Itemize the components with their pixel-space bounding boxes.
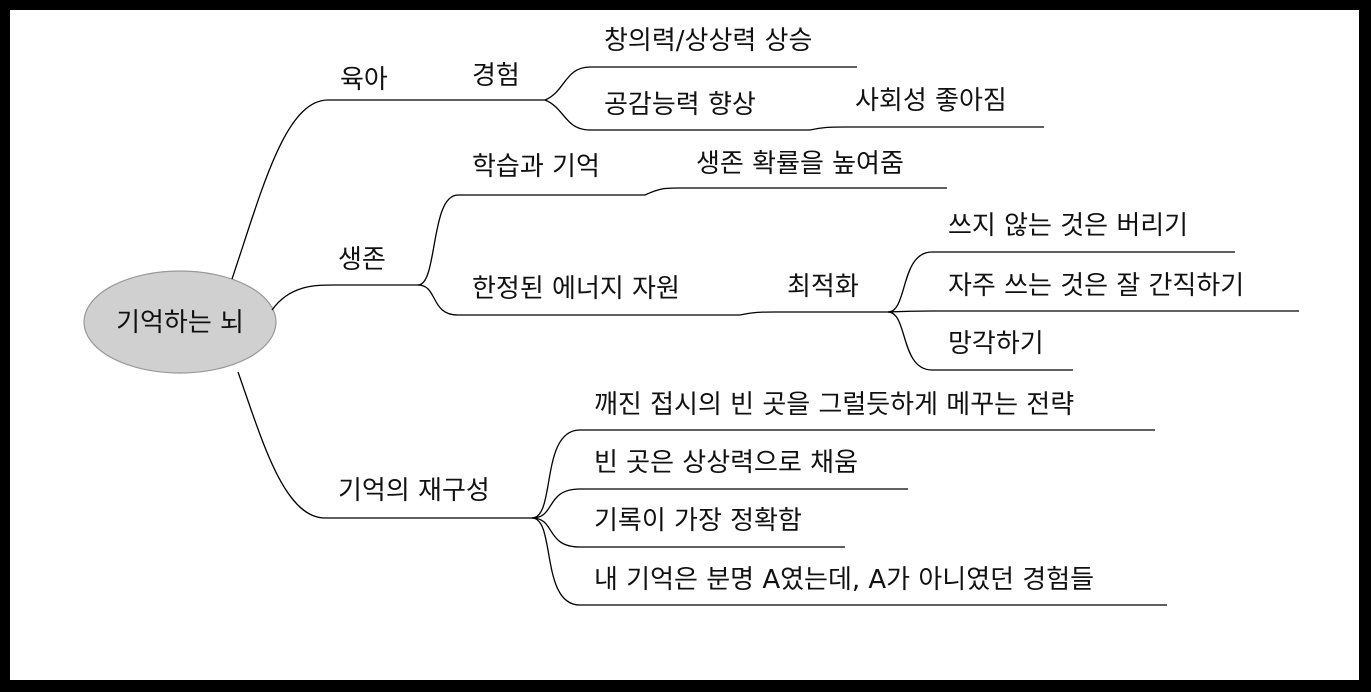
node-false-memory[interactable]: 내 기억은 분명 A였는데, A가 아니였던 경험들 bbox=[594, 565, 1094, 595]
node-reconstruction[interactable]: 기억의 재구성 bbox=[338, 476, 490, 506]
root-node[interactable]: 기억하는 뇌 bbox=[83, 270, 277, 374]
connector-false-memory bbox=[531, 517, 581, 606]
node-experience[interactable]: 경험 bbox=[472, 61, 520, 91]
connector-optimization bbox=[739, 311, 776, 316]
branch-line-parenting bbox=[231, 99, 329, 280]
branch-line-survival bbox=[271, 284, 336, 311]
connector-imagination-fill bbox=[531, 488, 581, 519]
connector-discard bbox=[887, 251, 933, 313]
node-empathy[interactable]: 공감능력 향상 bbox=[604, 90, 756, 120]
node-sociality[interactable]: 사회성 좋아짐 bbox=[855, 86, 1007, 116]
node-discard[interactable]: 쓰지 않는 것은 버리기 bbox=[948, 211, 1188, 241]
connector-energy bbox=[417, 284, 459, 316]
connector-keep bbox=[887, 310, 933, 313]
connector-empathy bbox=[544, 99, 591, 131]
connector-forget bbox=[887, 311, 933, 371]
branch-line-reconstruction bbox=[237, 371, 326, 519]
connector-survival-rate bbox=[644, 187, 681, 196]
node-record[interactable]: 기록이 가장 정확함 bbox=[594, 506, 802, 536]
node-forget[interactable]: 망각하기 bbox=[948, 329, 1044, 359]
node-broken-plate[interactable]: 깨진 접시의 빈 곳을 그럴듯하게 메꾸는 전략 bbox=[594, 390, 1074, 420]
node-optimization[interactable]: 최적화 bbox=[787, 272, 859, 302]
node-learning[interactable]: 학습과 기억 bbox=[472, 152, 600, 182]
connector-record bbox=[531, 517, 581, 548]
node-keep[interactable]: 자주 쓰는 것은 잘 간직하기 bbox=[948, 271, 1244, 301]
node-creativity[interactable]: 창의력/상상력 상승 bbox=[604, 26, 812, 56]
node-imagination-fill[interactable]: 빈 곳은 상상력으로 채움 bbox=[594, 448, 858, 478]
node-survival-rate[interactable]: 생존 확률을 높여줌 bbox=[696, 149, 904, 179]
node-survival[interactable]: 생존 bbox=[338, 245, 386, 275]
connector-creativity bbox=[544, 66, 591, 101]
node-energy[interactable]: 한정된 에너지 자원 bbox=[472, 274, 680, 304]
connector-broken-plate bbox=[531, 429, 581, 519]
connector-sociality bbox=[809, 126, 846, 131]
root-label: 기억하는 뇌 bbox=[116, 308, 244, 338]
connector-learning bbox=[417, 194, 459, 286]
node-parenting[interactable]: 육아 bbox=[340, 65, 388, 95]
root-ellipse bbox=[83, 270, 277, 374]
